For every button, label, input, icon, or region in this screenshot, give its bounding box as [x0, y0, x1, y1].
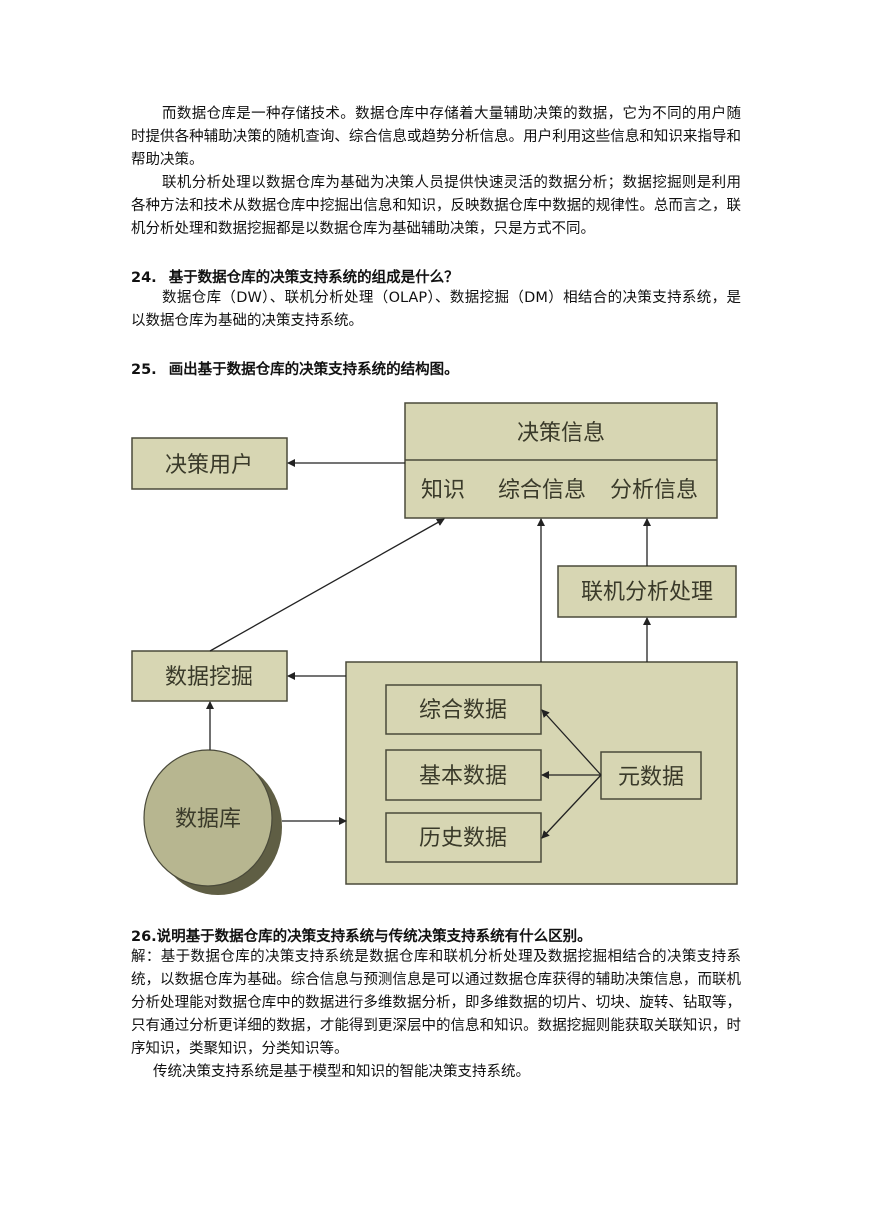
question-26-heading: 26.说明基于数据仓库的决策支持系统与传统决策支持系统有什么区别。 — [131, 929, 592, 945]
question-25-heading: 25. 画出基于数据仓库的决策支持系统的结构图。 — [131, 358, 459, 379]
question-24-title: 基于数据仓库的决策支持系统的组成是什么？ — [168, 270, 459, 286]
historical-data-label: 历史数据 — [419, 826, 507, 851]
olap-box: 联机分析处理 — [557, 565, 737, 618]
paragraph-olap-mining: 联机分析处理以数据仓库为基础为决策人员提供快速灵活的数据分析；数据挖掘则是利用各… — [131, 175, 741, 237]
comprehensive-data-box: 综合数据 — [385, 684, 542, 735]
paragraph-data-warehouse: 而数据仓库是一种存储技术。数据仓库中存储着大量辅助决策的数据，它为不同的用户随时… — [131, 106, 741, 168]
comprehensive-info-label: 综合信息 — [498, 478, 586, 503]
basic-data-label: 基本数据 — [419, 764, 507, 789]
question-26-answer-traditional: 传统决策支持系统是基于模型和知识的智能决策支持系统。 — [153, 1064, 530, 1080]
knowledge-label: 知识 — [421, 478, 465, 503]
data-mining-box: 数据挖掘 — [131, 650, 288, 702]
data-mining-label: 数据挖掘 — [165, 665, 253, 690]
decision-user-box: 决策用户 — [131, 437, 288, 490]
database-cylinder: 数据库 — [143, 749, 282, 895]
question-24-heading: 24. 基于数据仓库的决策支持系统的组成是什么？ — [131, 266, 459, 287]
analysis-info-label: 分析信息 — [610, 478, 698, 503]
decision-info-box: 决策信息 知识 综合信息 分析信息 — [404, 402, 718, 519]
question-26-answer: 解：基于数据仓库的决策支持系统是数据仓库和联机分析处理及数据挖掘相结合的决策支持… — [131, 949, 741, 1057]
question-25-title: 画出基于数据仓库的决策支持系统的结构图。 — [168, 362, 459, 378]
basic-data-box: 基本数据 — [385, 749, 542, 801]
historical-data-box: 历史数据 — [385, 812, 542, 863]
olap-label: 联机分析处理 — [581, 580, 713, 605]
metadata-box: 元数据 — [600, 751, 702, 800]
metadata-label: 元数据 — [618, 765, 684, 790]
diagram-arrows — [206, 459, 651, 839]
comprehensive-data-label: 综合数据 — [419, 698, 507, 723]
question-24-number: 24. — [131, 270, 157, 286]
question-25-number: 25. — [131, 362, 157, 378]
database-label: 数据库 — [175, 807, 241, 832]
decision-info-label: 决策信息 — [517, 421, 605, 446]
question-24-answer: 数据仓库（DW）、联机分析处理（OLAP）、数据挖掘（DM）相结合的决策支持系统… — [131, 290, 741, 329]
decision-user-label: 决策用户 — [165, 453, 253, 478]
